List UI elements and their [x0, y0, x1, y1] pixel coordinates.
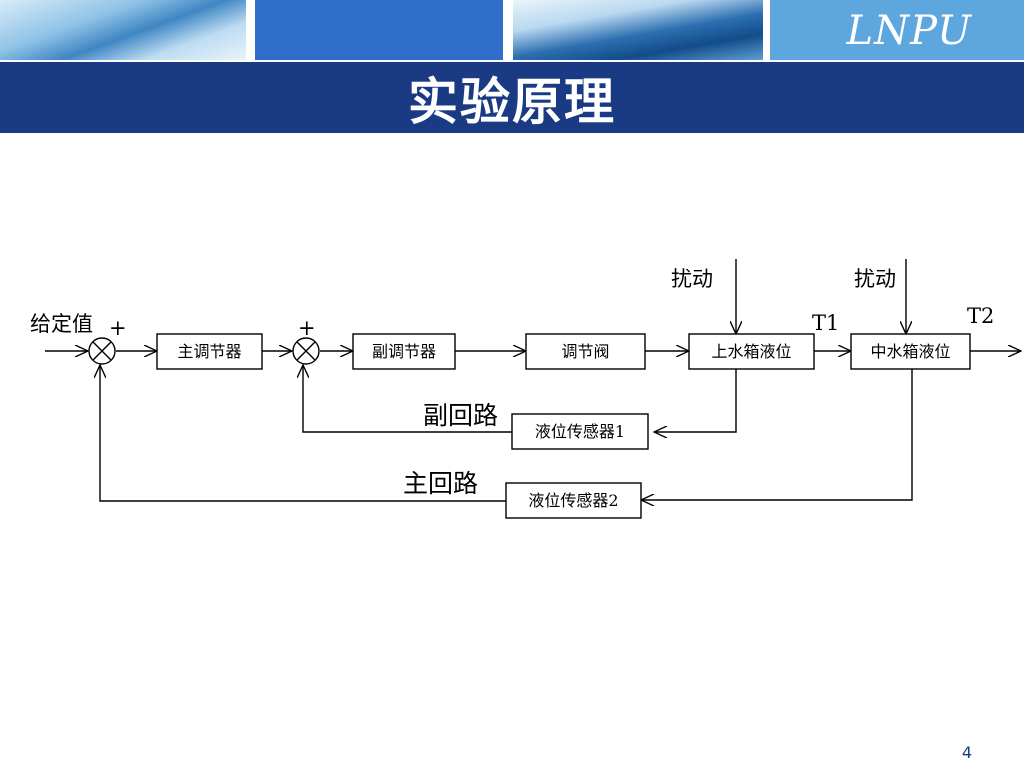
block-level-sensor-2-label: 液位传感器2	[528, 491, 618, 510]
header-image-hand	[0, 0, 246, 60]
main-feedback-return	[100, 365, 506, 502]
secondary-feedback-return	[303, 365, 512, 433]
secondary-loop-label: 副回路	[423, 401, 498, 430]
logo-text: LNPU	[846, 8, 972, 54]
summing-junction-main	[88, 337, 116, 365]
disturbance-label-1: 扰动	[671, 267, 713, 291]
block-regulating-valve	[525, 333, 646, 370]
header-color-block	[255, 0, 503, 60]
block-secondary-controller	[352, 333, 456, 370]
slide-title: 实验原理	[408, 71, 616, 131]
summing-junction-secondary	[292, 337, 320, 365]
block-upper-tank-level	[688, 333, 815, 370]
block-main-controller-label: 主调节器	[177, 342, 241, 361]
title-bar: 实验原理	[0, 62, 1024, 133]
block-level-sensor-1	[511, 413, 649, 450]
main-loop-label: 主回路	[403, 469, 478, 498]
disturbance-label-2: 扰动	[854, 267, 896, 291]
t1-label: T1	[812, 311, 839, 335]
plus-sign-main: +	[109, 316, 127, 340]
header-banner: LNPU	[0, 0, 1024, 62]
header-logo-panel	[770, 0, 1024, 60]
block-main-controller	[156, 333, 263, 370]
main-feedback-path	[641, 368, 913, 500]
block-level-sensor-2	[505, 482, 642, 519]
block-upper-tank-level-label: 上水箱液位	[711, 342, 791, 361]
block-secondary-controller-label: 副调节器	[372, 342, 436, 361]
t2-label: T2	[967, 304, 994, 328]
page-number: 4	[961, 743, 972, 762]
block-middle-tank-level-label: 中水箱液位	[870, 342, 950, 361]
setpoint-label: 给定值	[30, 312, 93, 336]
plus-sign-secondary: +	[298, 316, 316, 340]
block-regulating-valve-label: 调节阀	[561, 342, 609, 361]
block-level-sensor-1-label: 液位传感器1	[535, 422, 625, 441]
block-middle-tank-level	[850, 333, 971, 370]
secondary-feedback-path	[654, 368, 737, 432]
header-image-road	[513, 0, 763, 60]
